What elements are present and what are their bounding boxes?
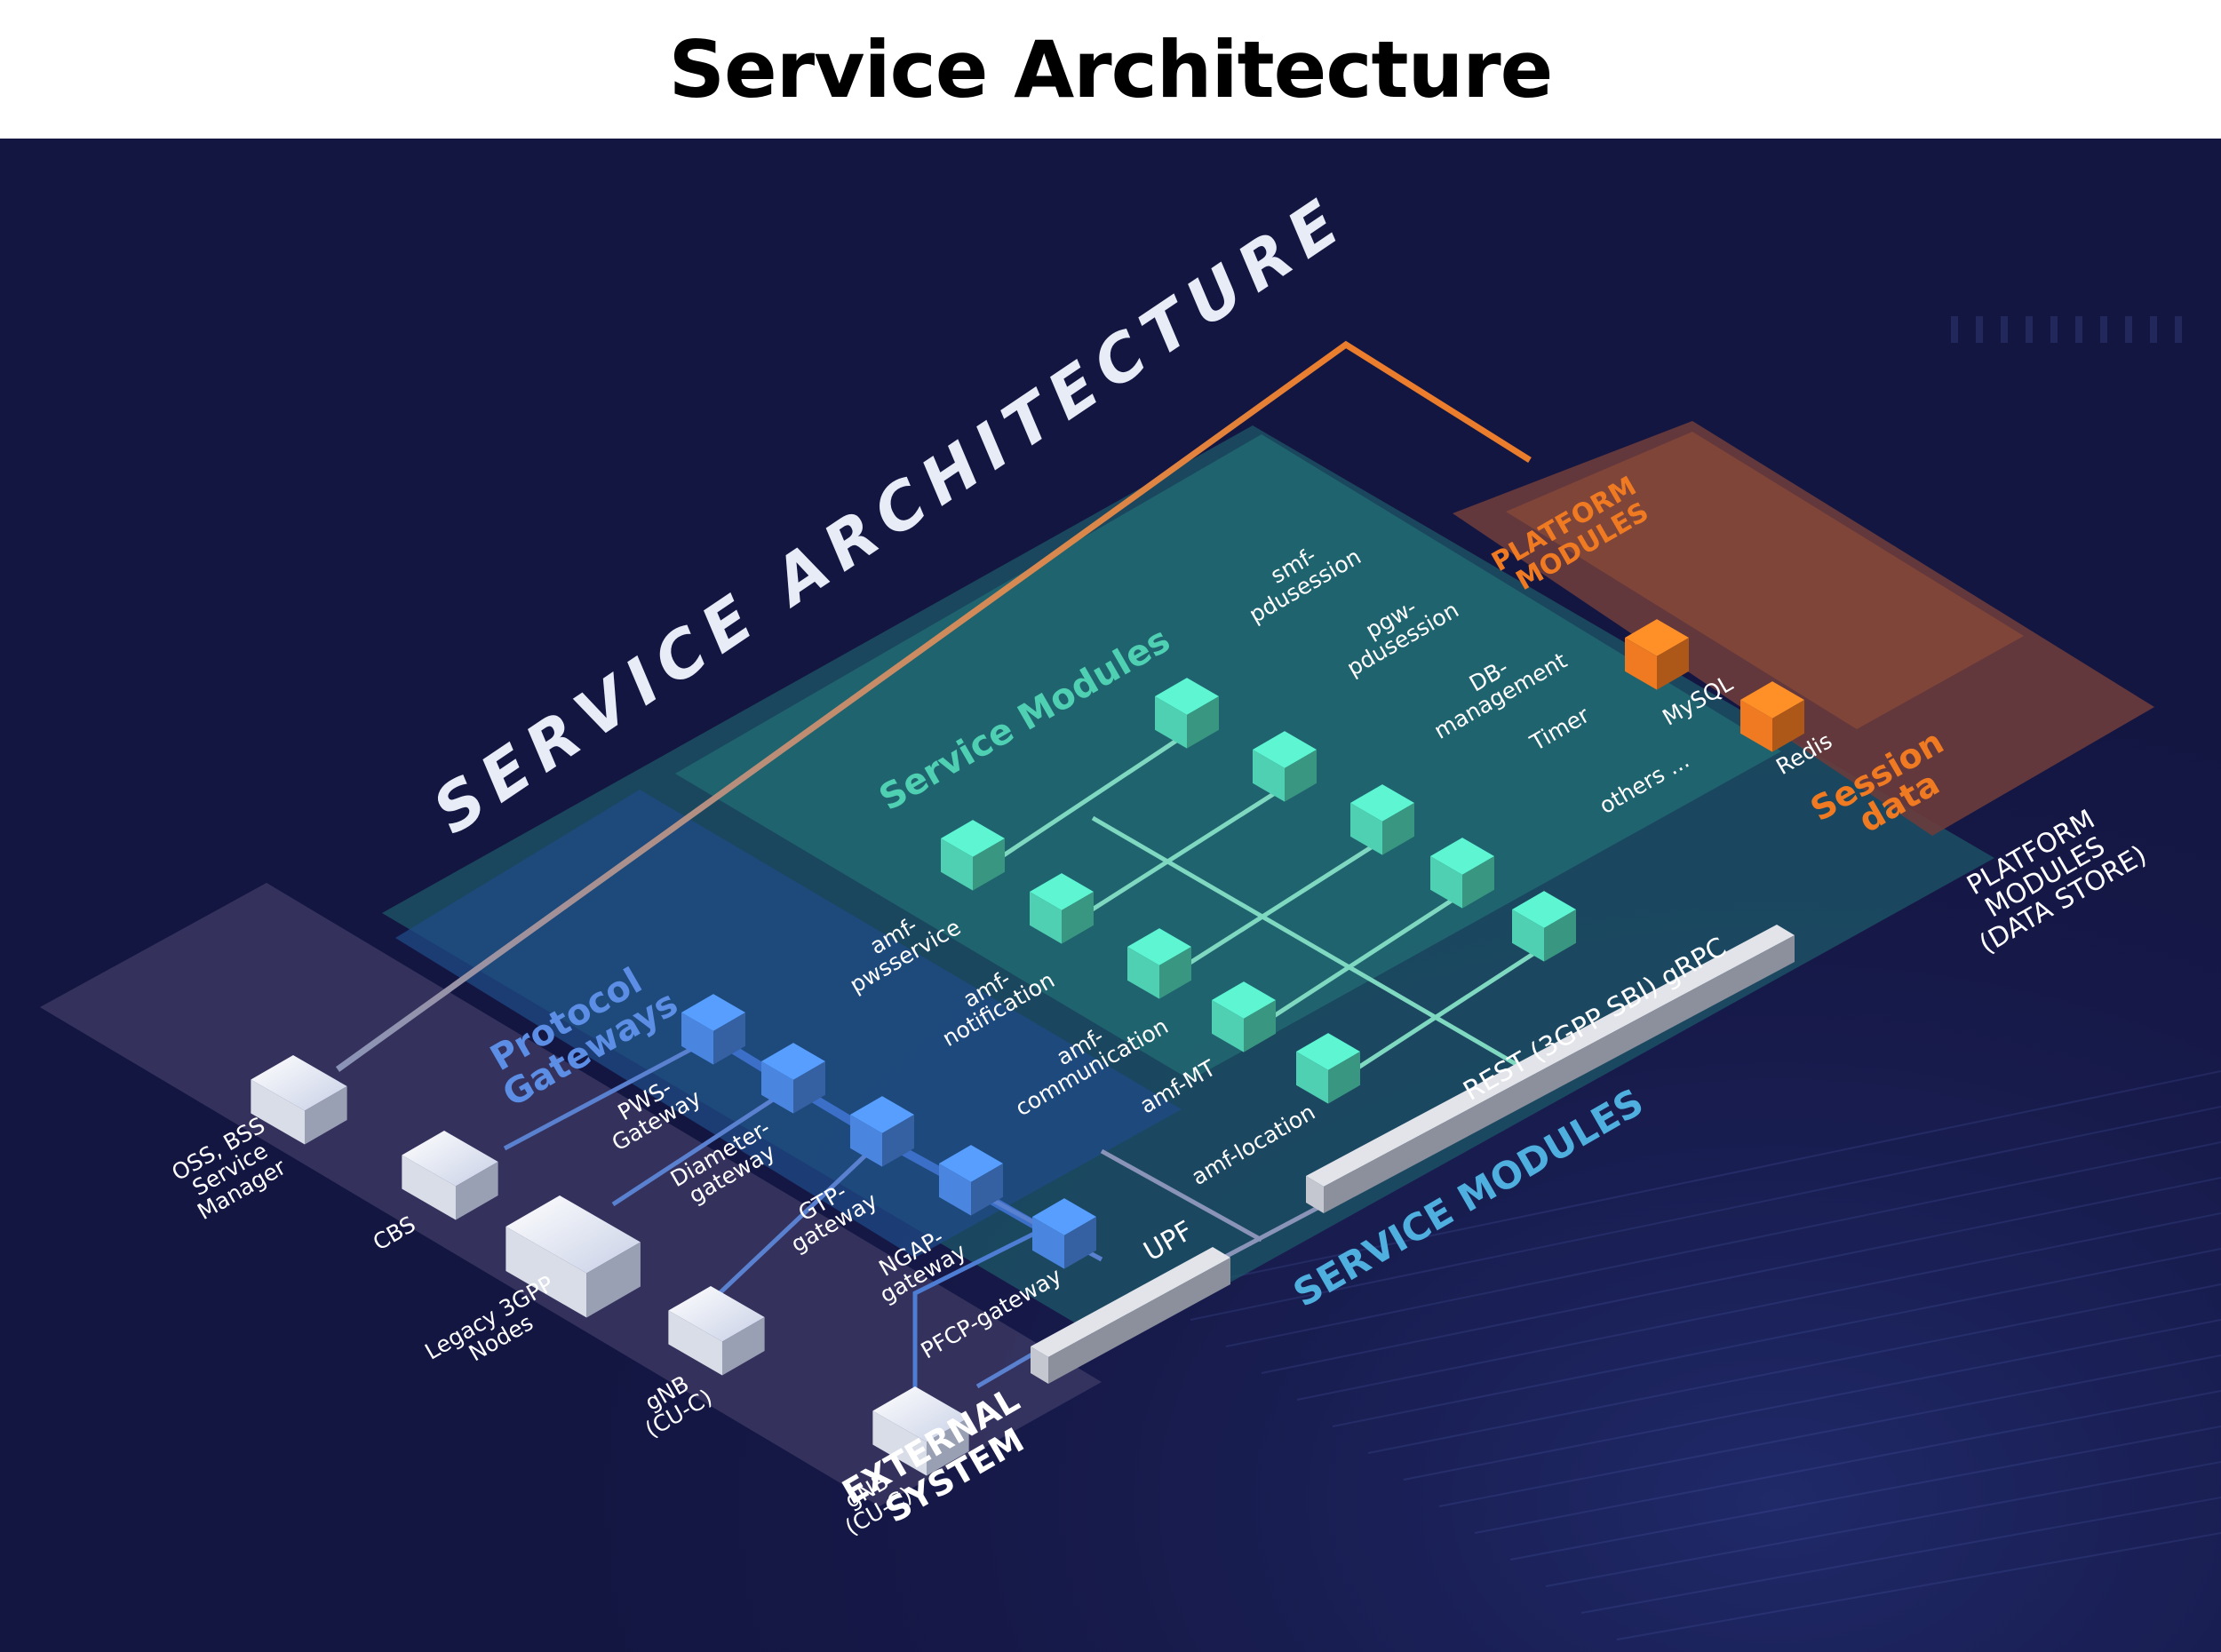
grid-line bbox=[1060, 784, 1286, 932]
service-cube-right-1 bbox=[1155, 678, 1219, 749]
service-cube-left-3 bbox=[1127, 928, 1191, 999]
gnb-box-2 bbox=[872, 1386, 969, 1476]
legacy-3gpp-box bbox=[505, 1195, 641, 1318]
platform-modules-inner-panel bbox=[1506, 432, 2024, 729]
link-cbs-pws bbox=[503, 1035, 715, 1151]
service-cube-right-3 bbox=[1350, 784, 1414, 855]
diagram-canvas: SERVICE ARCHITECTURE EXTERNAL SYSTEM Pro… bbox=[0, 139, 2221, 1652]
gateway-cube-1 bbox=[681, 994, 745, 1065]
link-pfcp-upf bbox=[912, 1228, 1041, 1418]
protocol-gateways-panel bbox=[395, 790, 1182, 1258]
grid-line bbox=[1242, 891, 1464, 1038]
platform-connector-line bbox=[335, 340, 1532, 1072]
service-cube-right-5 bbox=[1512, 891, 1576, 962]
link-legacy-diameter bbox=[611, 1084, 795, 1207]
service-cube-left-5 bbox=[1296, 1033, 1360, 1104]
gateway-cube-5 bbox=[1032, 1198, 1096, 1269]
gateway-cube-2 bbox=[761, 1043, 825, 1114]
background-circuit bbox=[1154, 316, 2221, 1640]
gateway-cube-4 bbox=[939, 1145, 1003, 1216]
gnb-box-1 bbox=[668, 1286, 765, 1376]
service-cube-right-4 bbox=[1430, 838, 1494, 909]
service-cube-right-2 bbox=[1253, 731, 1317, 802]
gateway-cube-3 bbox=[850, 1096, 914, 1167]
grid-line bbox=[1158, 838, 1384, 985]
shapes-layer bbox=[251, 619, 1804, 1476]
regions bbox=[40, 421, 2154, 1506]
redis-cube bbox=[1740, 681, 1804, 752]
rest-grpc-bus bbox=[1306, 925, 1795, 1213]
oss-bss-box bbox=[251, 1055, 347, 1145]
grid-spine bbox=[1091, 815, 1530, 1074]
grid-line bbox=[971, 731, 1189, 878]
link-gnb-gtp bbox=[718, 1138, 884, 1295]
upf-bar bbox=[1031, 1247, 1230, 1384]
link-gw-bus bbox=[1100, 1148, 1263, 1243]
service-cube-left-4 bbox=[1212, 981, 1276, 1052]
external-system-panel bbox=[40, 883, 1102, 1506]
mysql-cube bbox=[1625, 619, 1689, 690]
service-cube-left-1 bbox=[941, 820, 1005, 891]
service-modules-inner-panel bbox=[675, 434, 1781, 1080]
page-title-bar: Service Architecture bbox=[0, 0, 2221, 139]
page-title: Service Architecture bbox=[668, 23, 1554, 115]
cbs-box bbox=[402, 1131, 498, 1220]
service-cube-left-2 bbox=[1030, 873, 1094, 944]
architecture-diagram: SERVICE ARCHITECTURE EXTERNAL SYSTEM Pro… bbox=[0, 139, 2221, 1652]
